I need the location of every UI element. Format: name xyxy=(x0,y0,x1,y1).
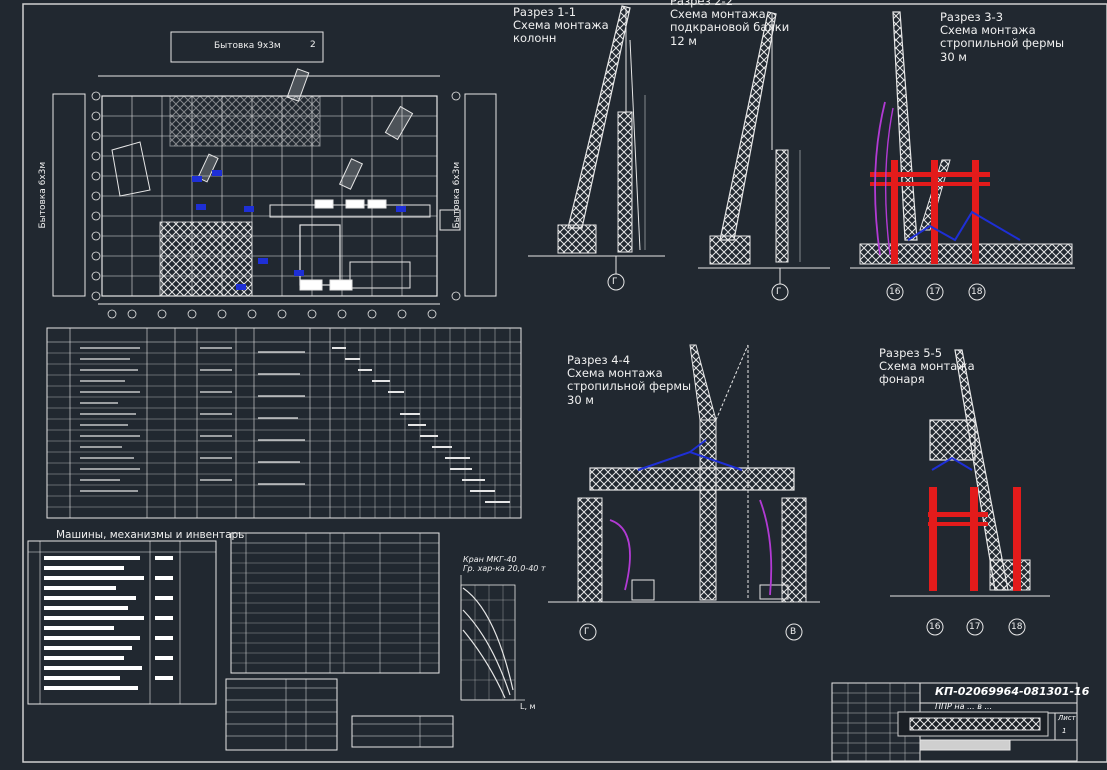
axis-label: 16 xyxy=(889,287,901,297)
stamp-sheet-number: 1 xyxy=(1062,727,1067,735)
machines-table-title: Машины, механизмы и инвентарь xyxy=(56,529,245,541)
site-plan xyxy=(52,31,497,319)
section-2-2-drawing xyxy=(698,11,830,301)
crane-load-chart xyxy=(460,575,525,701)
section-3-3-title: Разрез 3-3 Схема монтажа стропильной фер… xyxy=(940,10,1065,64)
axis-label: Г xyxy=(584,627,590,637)
chart-title-line: Кран МКГ-40 xyxy=(463,555,517,564)
plan-top-box-label: Бытовка 9х3м xyxy=(214,41,281,51)
section-4-4-rigging xyxy=(609,439,773,596)
axis-label: 18 xyxy=(1011,622,1023,632)
section-subtitle: 12 м xyxy=(670,33,697,48)
section-subtitle: колонн xyxy=(513,31,557,46)
title-block xyxy=(831,682,1078,762)
section-subtitle: фонаря xyxy=(879,372,925,387)
axis-label: 17 xyxy=(969,622,981,632)
section-subtitle: Схема монтажа xyxy=(567,366,663,381)
section-4-4-title: Разрез 4-4 Схема монтажа стропильной фер… xyxy=(567,353,692,407)
section-5-5-drawing xyxy=(890,349,1050,636)
section-4-4-drawing xyxy=(548,344,820,641)
resources-table xyxy=(230,532,440,674)
axis-label: 16 xyxy=(929,622,941,632)
section-subtitle: 30 м xyxy=(567,392,594,407)
bottom-tables xyxy=(225,678,454,751)
plan-side-label-left: Бытовка 6х3м xyxy=(38,161,49,229)
stamp-code: КП-02069964-081301-16 xyxy=(935,685,1090,698)
section-subtitle: стропильной фермы xyxy=(940,36,1065,51)
section-1-1-title: Разрез 1-1 Схема монтажа колонн xyxy=(513,5,609,46)
axis-label: 17 xyxy=(929,287,941,297)
section-title: Разрез 4-4 xyxy=(567,353,631,367)
axis-label: В xyxy=(790,627,797,637)
stamp-subtitle: ППР на ... в ... xyxy=(935,702,993,711)
load-chart-title: Кран МКГ-40 Гр. хар-ка 20,0-40 т xyxy=(463,555,546,573)
plan-side-label-right: Бытовка 6х3м xyxy=(452,161,463,229)
section-subtitle: стропильной фермы xyxy=(567,379,692,394)
stamp-sheet-label: Лист xyxy=(1058,714,1076,722)
load-chart-x-label: L, м xyxy=(520,702,536,711)
axis-label: Г xyxy=(776,287,782,297)
section-3-3-columns xyxy=(870,101,1021,264)
section-5-5-columns xyxy=(928,456,1021,591)
plan-marker: 2 xyxy=(310,40,316,50)
machines-table xyxy=(27,540,217,705)
section-subtitle: Схема монтажа xyxy=(513,18,609,33)
chart-title-line: Гр. хар-ка 20,0-40 т xyxy=(463,564,546,574)
section-title: Разрез 2-2 xyxy=(670,0,734,8)
sheet-frame xyxy=(22,3,1107,763)
section-title: Разрез 5-5 xyxy=(879,346,943,360)
work-schedule-table xyxy=(46,327,522,519)
section-subtitle: подкрановой балки xyxy=(670,20,790,35)
section-title: Разрез 3-3 xyxy=(940,10,1004,24)
section-2-2-title: Разрез 2-2 Схема монтажа подкрановой бал… xyxy=(670,0,789,48)
section-subtitle: Схема монтажа xyxy=(940,23,1036,38)
section-1-1-drawing xyxy=(528,5,665,291)
section-5-5-title: Разрез 5-5 Схема монтажа фонаря xyxy=(879,346,975,387)
section-subtitle: 30 м xyxy=(940,49,967,64)
section-title: Разрез 1-1 xyxy=(513,5,577,19)
axis-label: Г xyxy=(612,277,618,287)
section-subtitle: Схема монтажа xyxy=(879,359,975,374)
axis-label: 18 xyxy=(971,287,983,297)
section-subtitle: Схема монтажа xyxy=(670,7,766,22)
plan-crane-stands xyxy=(192,170,406,290)
